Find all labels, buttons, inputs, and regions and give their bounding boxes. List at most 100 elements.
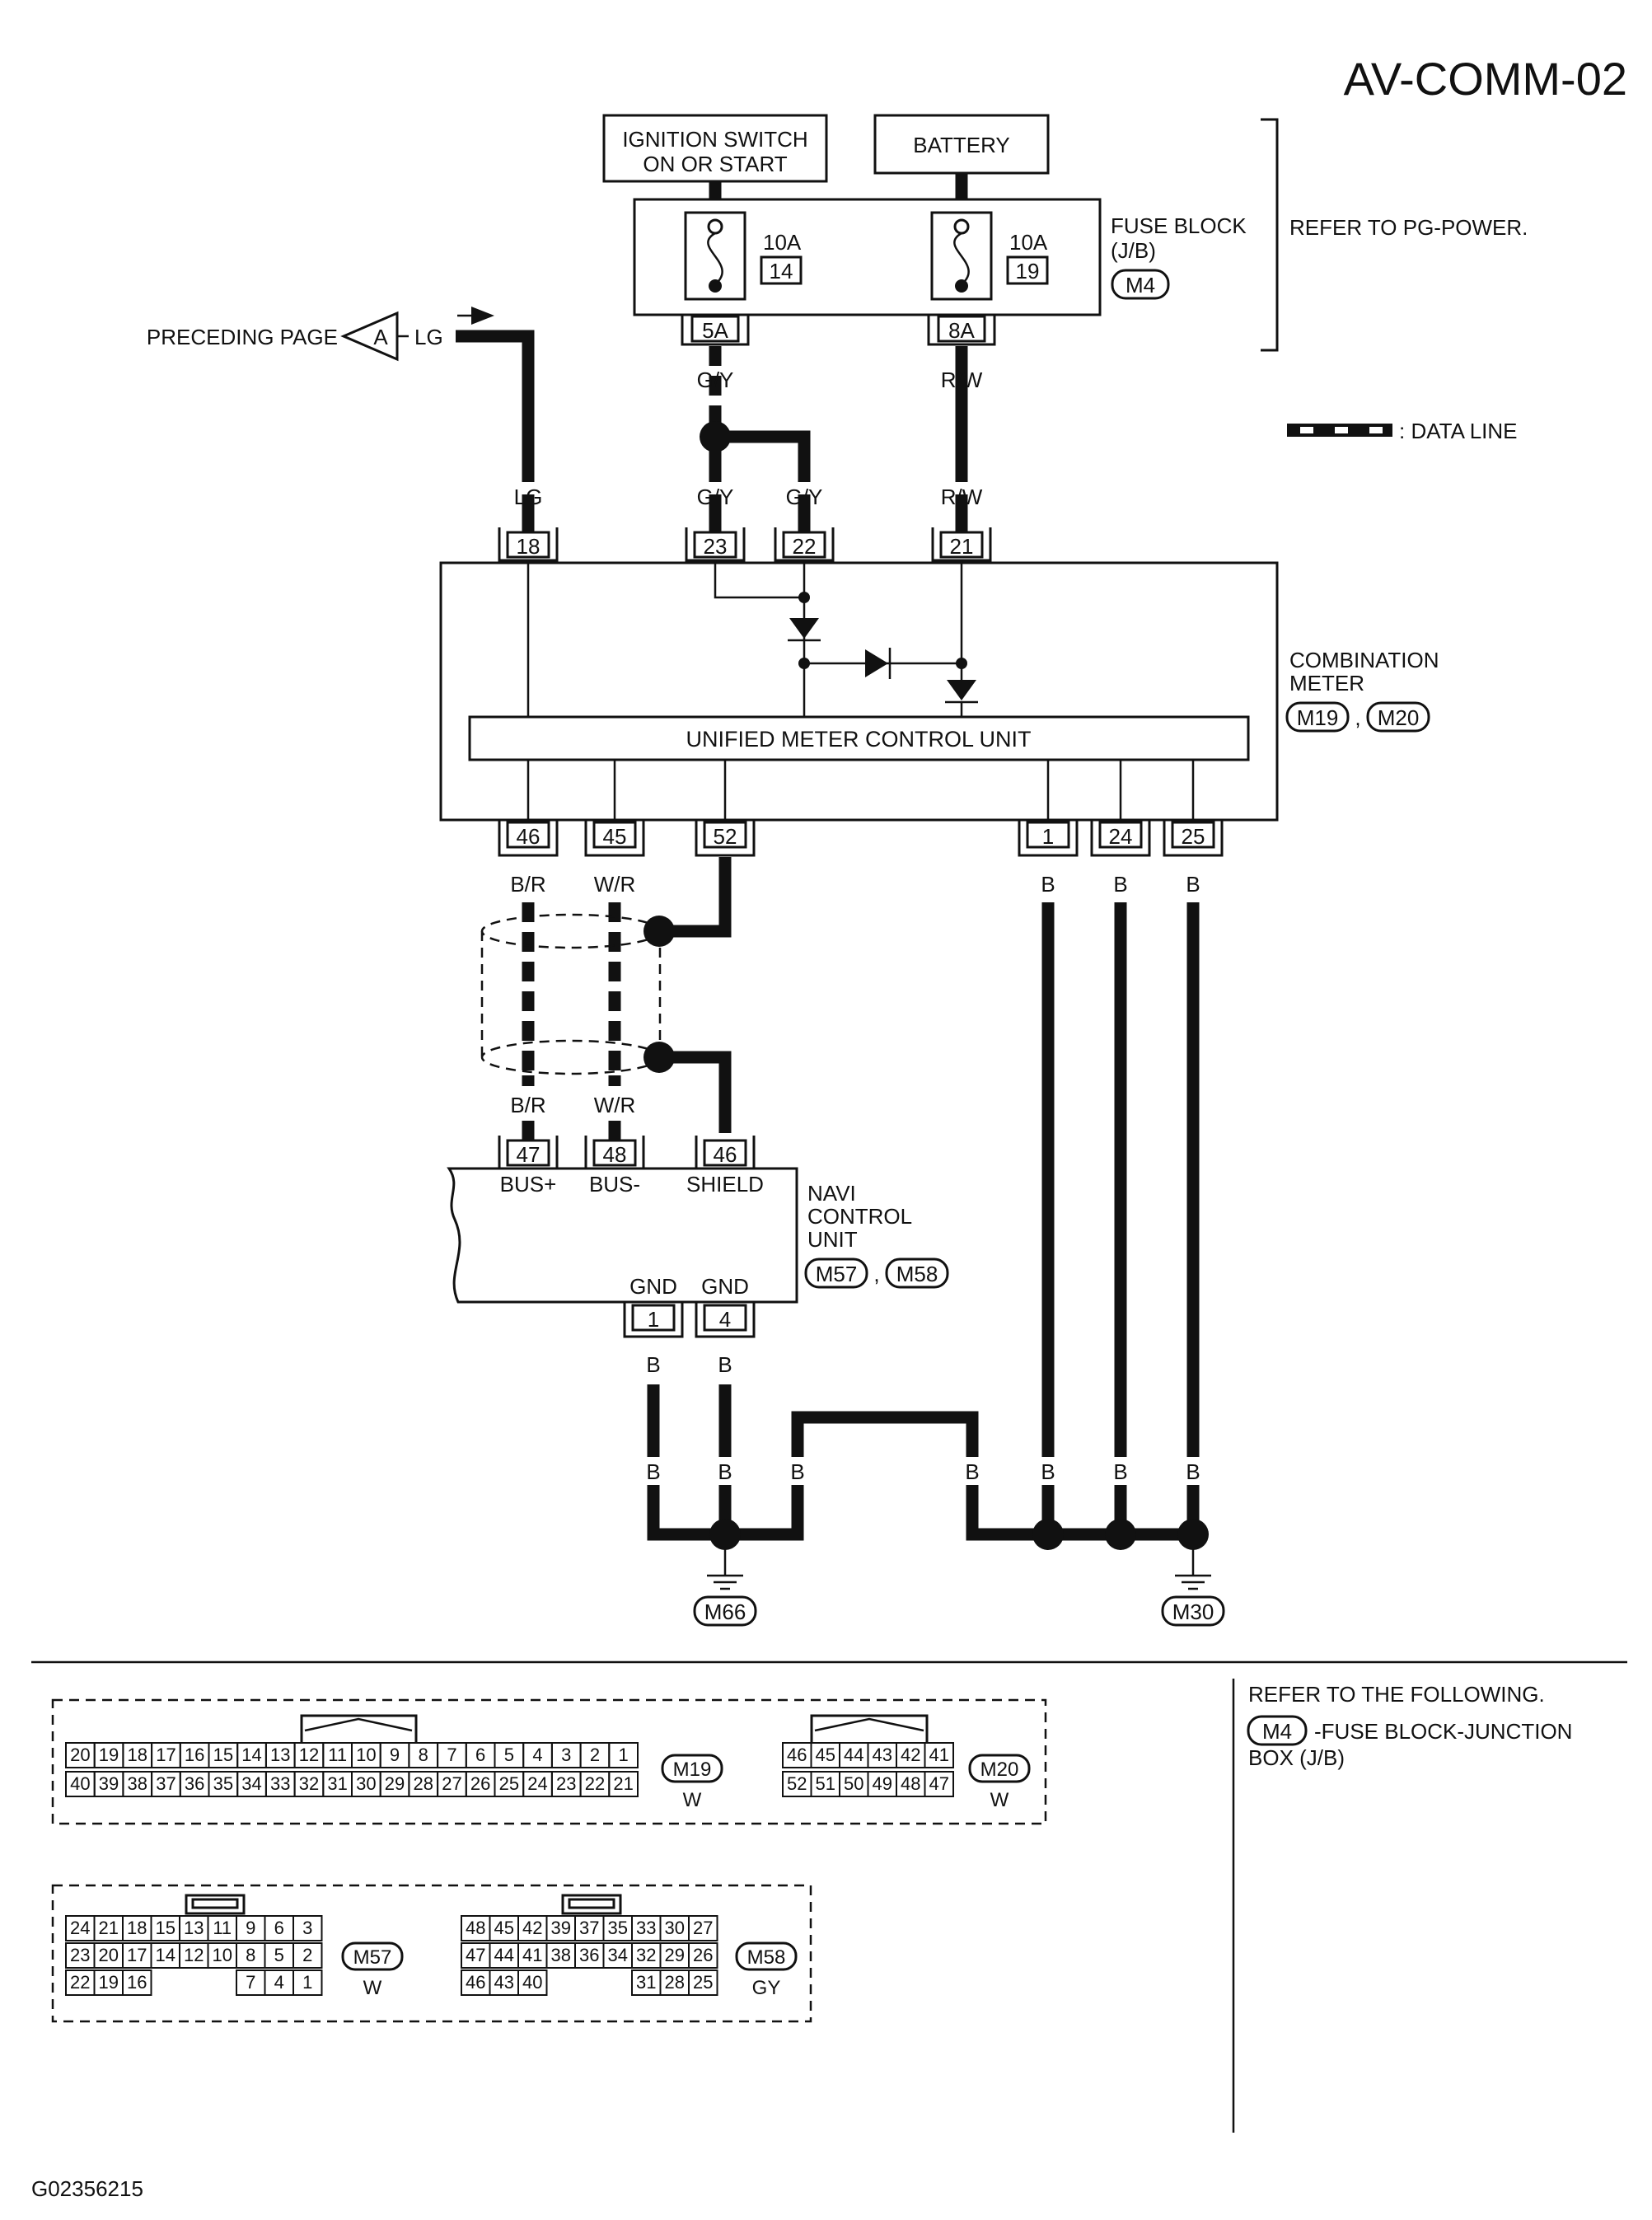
connector-name: M58 xyxy=(747,1946,786,1969)
pin-number: 45 xyxy=(494,1918,514,1938)
pin-number: 27 xyxy=(442,1773,461,1794)
svg-text:45: 45 xyxy=(603,824,627,849)
refer-following-heading: REFER TO THE FOLLOWING. xyxy=(1248,1682,1545,1707)
navi-pin-gnd4: 4 xyxy=(695,1302,756,1338)
meter-pin-1: 1 xyxy=(1018,820,1079,857)
svg-text:1: 1 xyxy=(1042,824,1054,849)
diode-icon xyxy=(865,649,888,677)
pin-number: 21 xyxy=(613,1773,633,1794)
pin-number: 34 xyxy=(241,1773,261,1794)
pin-number: 36 xyxy=(579,1945,599,1965)
fuse-14-rating: 10A xyxy=(763,230,802,255)
pin-number: 13 xyxy=(184,1918,204,1938)
unified-meter-label: UNIFIED METER CONTROL UNIT xyxy=(686,727,1031,752)
label-wr-lower: W/R xyxy=(594,1093,636,1117)
label-b-pin1: B xyxy=(1041,872,1055,897)
navi-shield: SHIELD xyxy=(686,1172,764,1197)
pin-number: 9 xyxy=(246,1918,255,1938)
pin-number: 14 xyxy=(241,1745,261,1765)
pin-number: 6 xyxy=(475,1745,485,1765)
diode-icon xyxy=(789,618,819,639)
ignition-label-line2: ON OR START xyxy=(643,152,787,176)
pin-number: 10 xyxy=(356,1745,376,1765)
pin-number: 20 xyxy=(70,1745,90,1765)
label-b-pin24: B xyxy=(1113,872,1127,897)
pin-number: 26 xyxy=(470,1773,490,1794)
pin-number: 28 xyxy=(665,1972,685,1993)
pin-cell xyxy=(292,1942,323,1969)
pin-number: 27 xyxy=(693,1918,713,1938)
pin-number: 47 xyxy=(466,1945,485,1965)
label-b-l3b: B xyxy=(790,1459,804,1484)
meter-label-line1: COMBINATION xyxy=(1289,648,1439,672)
refer-following-text-line2: BOX (J/B) xyxy=(1248,1745,1345,1770)
navi-gnd-4: GND xyxy=(701,1274,749,1299)
pin-number: 17 xyxy=(156,1745,175,1765)
terminal-8a: 8A xyxy=(927,315,996,346)
pin-number: 21 xyxy=(99,1918,119,1938)
fuse-19-rating: 10A xyxy=(1009,230,1048,255)
wire-shield-46 xyxy=(659,1051,732,1133)
ground-m66: M66 xyxy=(704,1599,746,1624)
meter-pin-45: 45 xyxy=(584,820,645,857)
pin-number: 42 xyxy=(522,1918,542,1938)
pin-number: 34 xyxy=(608,1945,628,1965)
pin-number: 26 xyxy=(693,1945,713,1965)
pin-number: 41 xyxy=(522,1945,542,1965)
pin-cell xyxy=(608,1771,639,1797)
label-b-gnd1: B xyxy=(646,1352,660,1377)
wire-b-gnd1 xyxy=(647,1384,725,1541)
pin-number: 44 xyxy=(494,1945,514,1965)
label-b-l2b: B xyxy=(718,1459,732,1484)
pin-number: 7 xyxy=(246,1972,255,1993)
pin-cell xyxy=(517,1969,548,1996)
pin-number: 10 xyxy=(213,1945,232,1965)
pin-number: 30 xyxy=(356,1773,376,1794)
legend-data-line-text: : DATA LINE xyxy=(1399,419,1518,443)
pin-number: 18 xyxy=(128,1745,147,1765)
meter-pin-25: 25 xyxy=(1163,820,1224,857)
pin-number: 25 xyxy=(693,1972,713,1993)
pin-number: 13 xyxy=(270,1745,290,1765)
ground-m30: M30 xyxy=(1172,1599,1214,1624)
pin-number: 32 xyxy=(299,1773,319,1794)
pin-number: 30 xyxy=(665,1918,685,1938)
meter-pin-18: 18 xyxy=(498,527,559,562)
arrow-right-icon xyxy=(471,307,494,325)
pin-number: 38 xyxy=(128,1773,147,1794)
label-br-upper: B/R xyxy=(510,872,545,897)
label-rw-upper: R/W xyxy=(941,368,983,392)
pin-number: 43 xyxy=(873,1745,892,1765)
svg-text:46: 46 xyxy=(714,1142,737,1167)
pin-number: 36 xyxy=(185,1773,204,1794)
pin-number: 37 xyxy=(579,1918,599,1938)
pin-number: 35 xyxy=(608,1918,628,1938)
fuse-block-label: FUSE BLOCK xyxy=(1111,213,1247,238)
svg-text:23: 23 xyxy=(704,534,728,559)
pin-number: 42 xyxy=(901,1745,920,1765)
fuse-block: 10A 14 10A 19 xyxy=(633,198,1102,316)
pin-number: 15 xyxy=(156,1918,175,1938)
battery-box: BATTERY xyxy=(873,114,1050,175)
fuse-14-number: 14 xyxy=(770,259,793,283)
combination-meter-box xyxy=(439,561,1279,822)
pin-number: 23 xyxy=(70,1945,90,1965)
fuse-14: 10A 14 xyxy=(684,211,803,301)
preceding-page-flag xyxy=(340,311,399,362)
fuse-19: 10A 19 xyxy=(930,211,1049,301)
pin-cell xyxy=(688,1969,718,1996)
navi-bus-plus: BUS+ xyxy=(500,1172,557,1197)
pin-number: 8 xyxy=(246,1945,255,1965)
pin-number: 19 xyxy=(99,1745,119,1765)
refer-following-text-line1: -FUSE BLOCK-JUNCTION xyxy=(1314,1719,1572,1744)
pin-number: 44 xyxy=(844,1745,863,1765)
pin-cell xyxy=(924,1771,954,1797)
fuse-19-number: 19 xyxy=(1016,259,1040,283)
pin-number: 16 xyxy=(127,1972,147,1993)
meter-pin-23: 23 xyxy=(685,527,746,562)
navi-label-line2: CONTROL xyxy=(807,1204,912,1229)
ground-icon xyxy=(1175,1549,1211,1590)
label-gy-upper: G/Y xyxy=(697,368,734,392)
pin-number: 3 xyxy=(561,1745,571,1765)
svg-text:1: 1 xyxy=(648,1307,659,1332)
